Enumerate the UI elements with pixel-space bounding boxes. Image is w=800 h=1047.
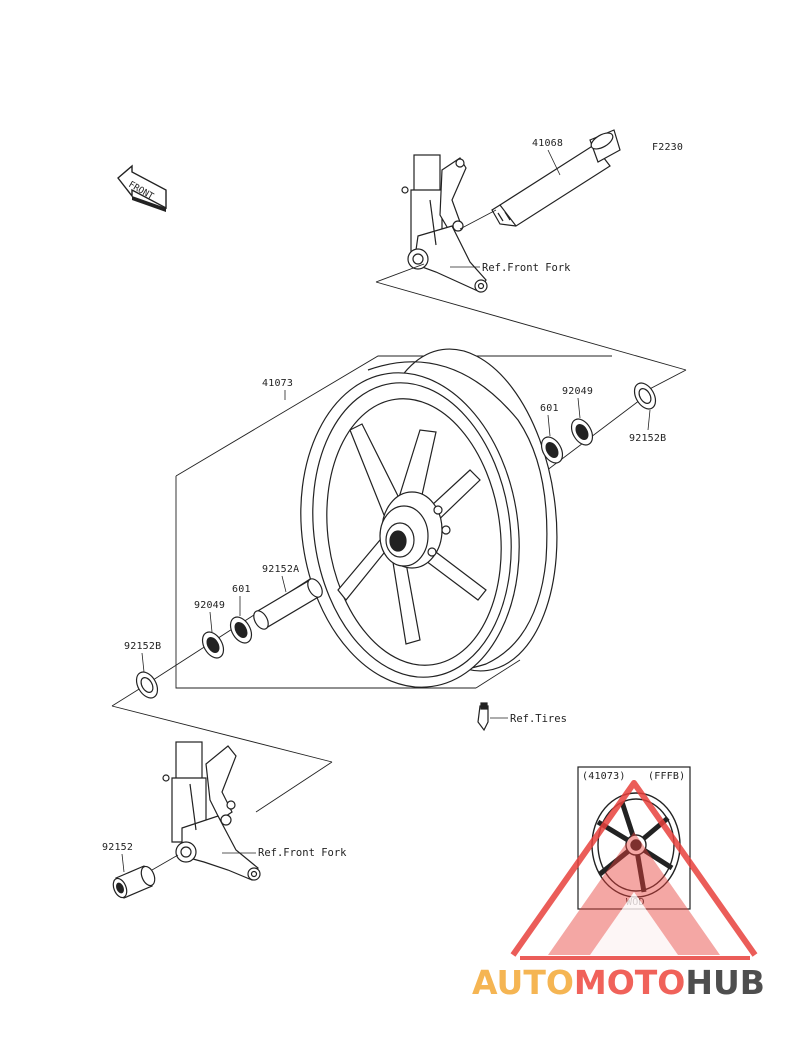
collar-right — [633, 382, 657, 410]
bearing-right — [540, 436, 564, 464]
label-collar-fork: 92152 — [102, 842, 133, 853]
label-wheel: 41073 — [262, 378, 293, 389]
inset-part: (41073) — [582, 771, 626, 782]
inset-wheel-image — [591, 792, 681, 898]
label-seal-right: 92049 — [562, 386, 593, 397]
front-fork-left-drawing — [162, 741, 261, 881]
guide-lines — [111, 263, 687, 813]
inset-color-code: (FFFB) — [648, 771, 685, 782]
label-bearing-right: 601 — [540, 403, 559, 414]
watermark-text: AUTOMOTOHUB — [472, 963, 765, 1002]
figure-code: F2230 — [652, 142, 683, 153]
watermark-auto: AUTO — [472, 963, 574, 1002]
front-axle — [491, 129, 621, 227]
label-seal-left: 92049 — [194, 600, 225, 611]
ref-tires: Ref.Tires — [510, 713, 567, 725]
watermark-hub: HUB — [685, 963, 765, 1002]
front-arrow-icon: FRONT — [117, 164, 167, 212]
spacer-92152A — [253, 578, 323, 630]
label-bearing-left: 601 — [232, 584, 251, 595]
front-fork-right-drawing — [401, 154, 488, 293]
collar-left — [135, 671, 159, 699]
tire-valve — [477, 702, 489, 732]
collar-fork-92152 — [112, 865, 156, 899]
watermark-moto: MOTO — [574, 963, 685, 1002]
ref-front-fork-top: Ref.Front Fork — [482, 262, 571, 274]
label-collar-left: 92152B — [124, 641, 161, 652]
seal-left — [201, 631, 225, 659]
seal-right — [570, 418, 594, 446]
bearing-left — [229, 616, 253, 644]
label-spacer: 92152A — [262, 564, 299, 575]
label-axle: 41068 — [532, 138, 563, 149]
label-collar-right: 92152B — [629, 433, 666, 444]
automotohub-logo — [510, 780, 758, 960]
front-wheel-41073 — [300, 348, 558, 688]
ref-front-fork-bottom: Ref.Front Fork — [258, 847, 347, 859]
